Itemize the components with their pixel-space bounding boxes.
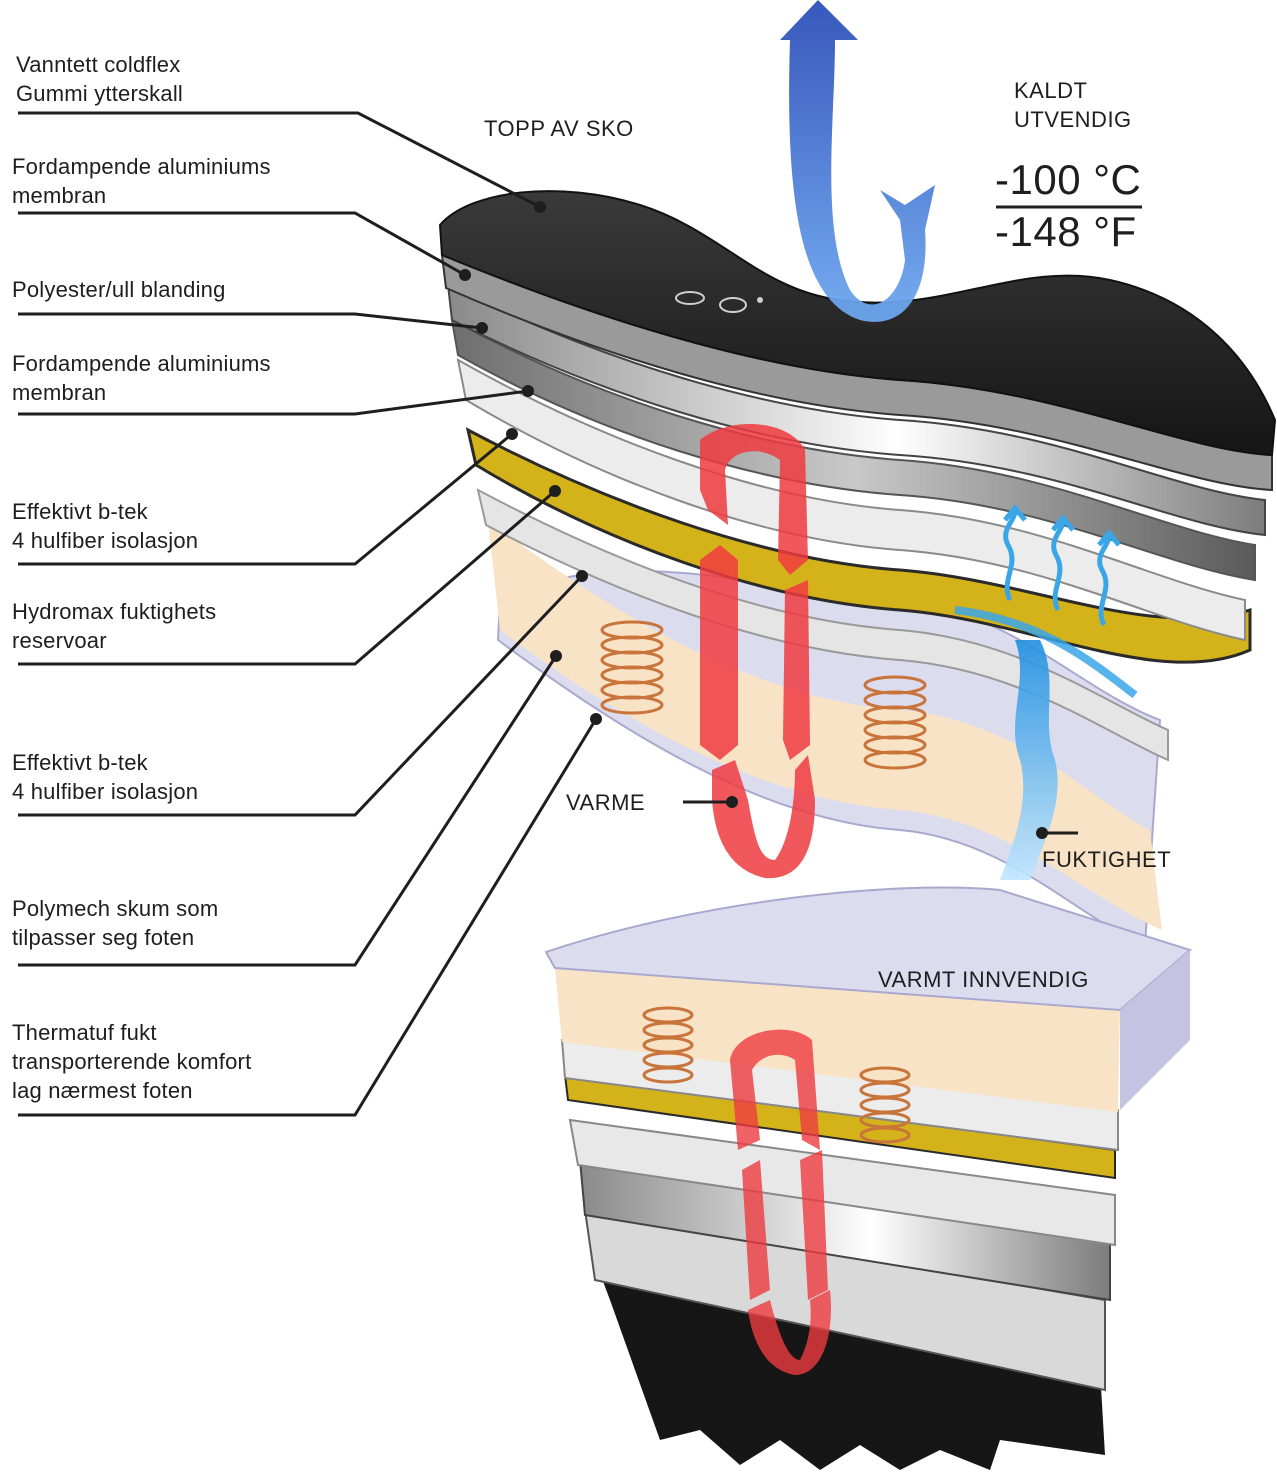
foam-layer	[488, 520, 1162, 930]
heat-arrow-icon	[742, 1160, 770, 1300]
label-polyester-wool: Polyester/ull blanding	[12, 277, 226, 302]
heat-arrow-icon	[748, 1290, 831, 1375]
leader-line	[18, 489, 556, 666]
label-hydromax-reservoir: Hydromax fuktighets reservoar	[12, 599, 217, 653]
fiber-coil-icon	[863, 675, 927, 770]
leader-line	[18, 655, 558, 967]
warm-inside-label: VARMT INNVENDIG	[878, 967, 1089, 992]
water-droplet	[757, 297, 763, 303]
heat-arrow-icon	[700, 545, 738, 760]
outsole-lug-layer	[595, 1260, 1105, 1470]
label-insulation-2: Effektivt b-tek 4 hulfiber isolasjon	[12, 750, 199, 804]
heat-arrow-icon	[800, 1150, 828, 1300]
heat-arrow-icon	[712, 755, 815, 879]
fiber-coil-icon	[859, 1066, 911, 1144]
vapor-arrows-icon	[1003, 504, 1121, 627]
rubber-outer-shell	[438, 190, 1277, 457]
moisture-flow-icon	[954, 606, 1138, 699]
lower-comfort-top	[544, 886, 1193, 1012]
lower-insulation-layer	[568, 1118, 1116, 1247]
lower-foam-layer	[555, 968, 1120, 1112]
lower-layer-stack	[544, 886, 1193, 1470]
label-aluminium-membrane-2: Fordampende aluminiums membran	[12, 351, 271, 405]
label-insulation-1: Effektivt b-tek 4 hulfiber isolasjon	[12, 499, 199, 553]
fiber-coil-icon	[642, 1006, 694, 1084]
cold-arrow-icon	[780, 0, 935, 322]
top-of-boot-label: TOPP AV SKO	[484, 116, 634, 141]
leader-dots	[459, 201, 1048, 839]
heat-arrow-icon	[730, 1029, 820, 1150]
leader-line	[18, 574, 584, 817]
insulation-layer-upper	[456, 358, 1246, 642]
moisture-flow-icon	[1000, 640, 1058, 880]
water-droplet	[675, 291, 705, 305]
leader-line	[18, 432, 513, 566]
leader-lines	[18, 111, 1078, 1117]
heat-label: VARME	[566, 790, 646, 815]
heat-arrow-icon	[783, 580, 810, 760]
leader-line	[18, 211, 466, 277]
water-droplet	[719, 297, 747, 313]
cold-outside-line1: KALDT	[1014, 78, 1088, 103]
temperature-fahrenheit: -148 °F	[995, 208, 1137, 255]
label-rubber-outer-shell: Vanntett coldflex Gummi ytterskall	[16, 52, 183, 106]
cold-outside-line2: UTVENDIG	[1014, 107, 1132, 132]
label-thermatuf-comfort: Thermatuf fukt transporterende komfort l…	[12, 1020, 252, 1103]
leader-line	[18, 389, 529, 416]
moisture-label: FUKTIGHET	[1042, 847, 1172, 872]
fiber-coil-icon	[600, 620, 664, 715]
temperature-celsius: -100 °C	[995, 156, 1142, 203]
label-polymech-foam: Polymech skum som tilpasser seg foten	[12, 896, 219, 950]
heat-arrow-icon	[700, 423, 808, 575]
label-aluminium-membrane-1: Fordampende aluminiums membran	[12, 154, 271, 208]
leader-line	[18, 312, 483, 330]
leader-line	[18, 718, 598, 1117]
leader-line	[18, 111, 541, 209]
lower-comfort-side	[1120, 950, 1190, 1110]
